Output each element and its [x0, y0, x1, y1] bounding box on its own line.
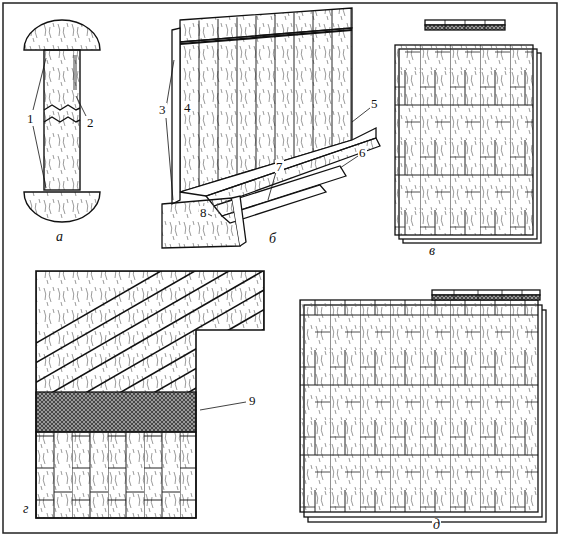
- figure-letter: г: [22, 502, 29, 516]
- callout-number: 1: [26, 112, 35, 125]
- figure-letter: в: [428, 244, 436, 258]
- callout-number: 6: [358, 146, 367, 159]
- callout-number: 9: [248, 394, 257, 407]
- callout-number: 3: [158, 103, 167, 116]
- figure-letter: б: [268, 232, 277, 246]
- callout-number: 7: [275, 160, 284, 173]
- callout-number: 5: [370, 97, 379, 110]
- callout-number: 4: [183, 101, 192, 114]
- figure-letter: д: [432, 518, 441, 532]
- figure-letter: а: [55, 230, 64, 244]
- callout-number: 8: [199, 206, 208, 219]
- callout-number: 2: [86, 116, 95, 129]
